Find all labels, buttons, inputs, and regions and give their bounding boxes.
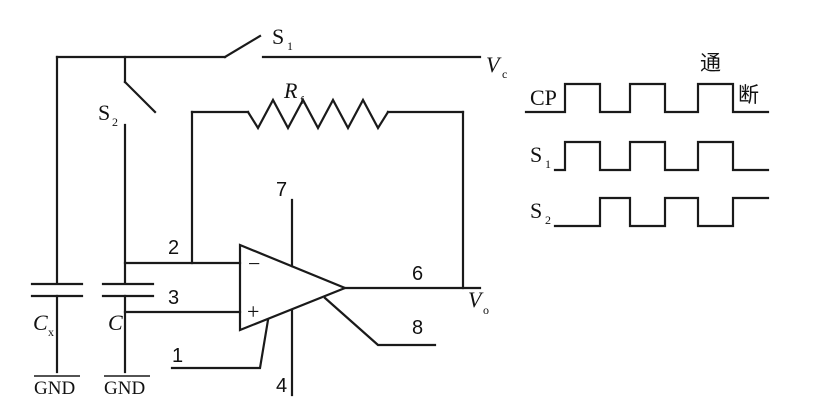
label-vo-sub: o — [483, 303, 489, 317]
feedback-loop — [190, 97, 465, 290]
capacitor-cx — [30, 282, 84, 374]
switch-s2 — [123, 55, 157, 284]
label-cx: C — [33, 310, 48, 335]
timing-label-s1: S — [530, 142, 542, 167]
pin8-lead — [323, 296, 437, 347]
waveform-s1 — [553, 140, 770, 172]
timing-diagram: 通 断 CP S 1 S 2 — [524, 51, 770, 228]
pin-2: 2 — [168, 237, 179, 259]
label-on: 通 — [700, 51, 721, 75]
top-wire — [55, 55, 482, 284]
pin1-lead — [170, 318, 270, 370]
label-s2: S — [98, 100, 110, 125]
pin-7: 7 — [276, 179, 287, 201]
resistor-rf — [246, 97, 390, 131]
timing-label-cp: CP — [530, 85, 557, 110]
label-s1: S — [272, 24, 284, 49]
label-vc: V — [486, 52, 502, 77]
pin-8: 8 — [412, 317, 423, 339]
label-s2-sub: 2 — [112, 115, 118, 129]
label-minus: − — [248, 251, 260, 276]
waveform-s2 — [553, 196, 770, 228]
label-gnd-2: GND — [104, 378, 145, 399]
pin-1: 1 — [172, 345, 183, 367]
capacitor-c — [101, 282, 155, 374]
input-wires — [123, 261, 242, 314]
label-rf-sub: f — [300, 93, 304, 107]
label-gnd-1: GND — [34, 378, 75, 399]
label-plus: + — [247, 299, 259, 324]
waveform-cp — [524, 82, 770, 114]
timing-label-s1-sub: 1 — [545, 157, 551, 171]
label-vo: V — [468, 287, 484, 312]
label-s1-sub: 1 — [287, 39, 293, 53]
timing-label-s2-sub: 2 — [545, 213, 551, 227]
label-vc-sub: c — [502, 67, 507, 81]
label-rf: R — [283, 78, 298, 103]
timing-label-s2: S — [530, 198, 542, 223]
pin-4: 4 — [276, 375, 287, 397]
switch-s1-blade — [223, 34, 262, 59]
label-c: C — [108, 310, 123, 335]
pin-3: 3 — [168, 287, 179, 309]
pin-6: 6 — [412, 263, 423, 285]
label-cx-sub: x — [48, 325, 54, 339]
label-off: 断 — [738, 83, 759, 107]
